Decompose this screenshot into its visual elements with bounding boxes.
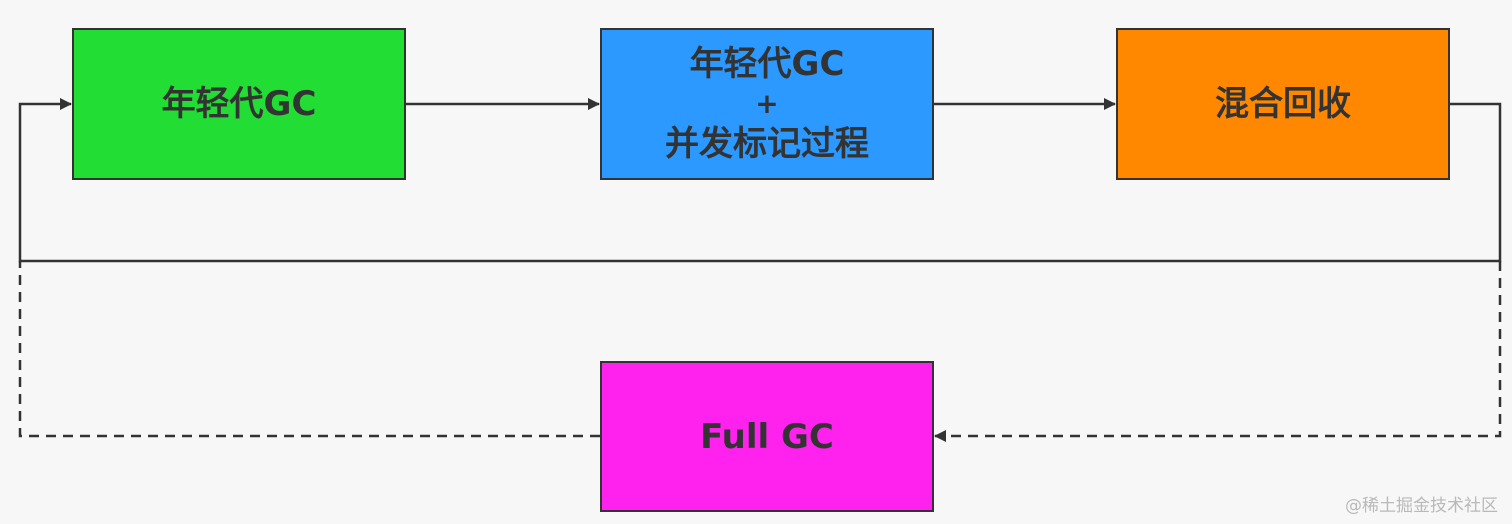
young-gc-label: 年轻代GC	[161, 84, 317, 124]
full-gc-node: Full GC	[600, 361, 934, 512]
arrow-mixed-back-to-young	[18, 98, 1502, 263]
concurrent-node-plus: +	[755, 87, 779, 120]
concurrent-node-line3: 并发标记过程	[665, 124, 869, 164]
mixed-gc-label: 混合回收	[1215, 84, 1351, 124]
young-gc-concurrent-mark-node: 年轻代GC + 并发标记过程	[600, 28, 934, 180]
full-gc-label: Full GC	[700, 416, 834, 457]
mixed-gc-node: 混合回收	[1116, 28, 1450, 180]
concurrent-node-line1: 年轻代GC	[689, 44, 845, 84]
arrow-full-gc-to-young	[18, 261, 600, 438]
watermark: @稀土掘金技术社区	[1345, 496, 1498, 516]
arrow-mixed-to-full-gc	[934, 261, 1502, 442]
young-gc-node: 年轻代GC	[72, 28, 406, 180]
